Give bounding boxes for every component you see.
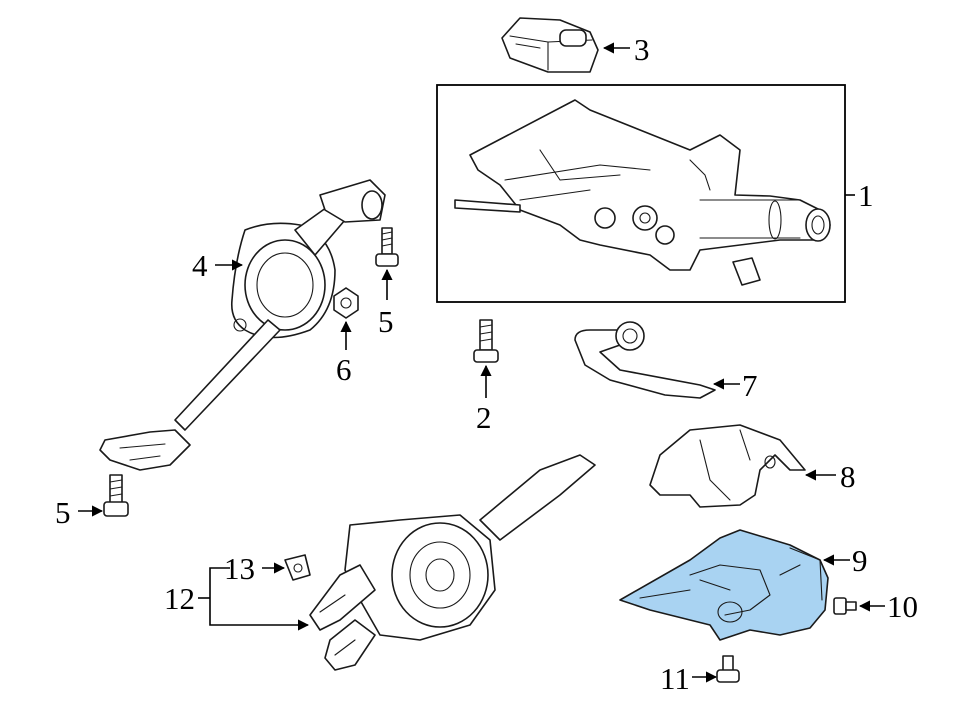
callout-12: 12 xyxy=(164,581,195,616)
callout-10: 10 xyxy=(887,589,918,624)
callout-5-lower: 5 xyxy=(55,495,71,530)
callout-9: 9 xyxy=(852,543,868,578)
part-5-bolt-lower[interactable] xyxy=(103,474,129,517)
part-7-bracket[interactable] xyxy=(574,321,716,399)
part-9-lower-shroud[interactable] xyxy=(619,529,829,641)
callout-8: 8 xyxy=(840,459,856,494)
part-1-steering-column[interactable] xyxy=(454,99,831,286)
callout-11: 11 xyxy=(660,661,690,696)
callout-5-upper: 5 xyxy=(378,304,394,339)
callout-labels: 1 2 3 4 5 5 6 7 8 9 10 11 12 13 xyxy=(55,32,918,696)
part-5-bolt-upper[interactable] xyxy=(375,227,399,267)
callout-4: 4 xyxy=(192,248,208,283)
part-8-upper-shroud[interactable] xyxy=(649,424,806,508)
part-6-nut[interactable] xyxy=(333,287,359,319)
part-10-screw[interactable] xyxy=(833,597,857,615)
part-2-bolt[interactable] xyxy=(473,319,499,363)
part-13-clip[interactable] xyxy=(284,554,311,581)
callout-3: 3 xyxy=(634,32,650,67)
callout-2: 2 xyxy=(476,400,492,435)
callout-13: 13 xyxy=(224,551,255,586)
part-3-control-module[interactable] xyxy=(501,17,599,73)
part-11-screw[interactable] xyxy=(716,655,740,683)
part-1-group-frame xyxy=(436,84,846,303)
part-4-intermediate-shaft[interactable] xyxy=(99,179,386,471)
callout-6: 6 xyxy=(336,352,352,387)
part-12-combination-switch[interactable] xyxy=(309,454,596,671)
leader-lines xyxy=(78,42,885,683)
callout-1: 1 xyxy=(858,178,874,213)
callout-7: 7 xyxy=(742,368,758,403)
